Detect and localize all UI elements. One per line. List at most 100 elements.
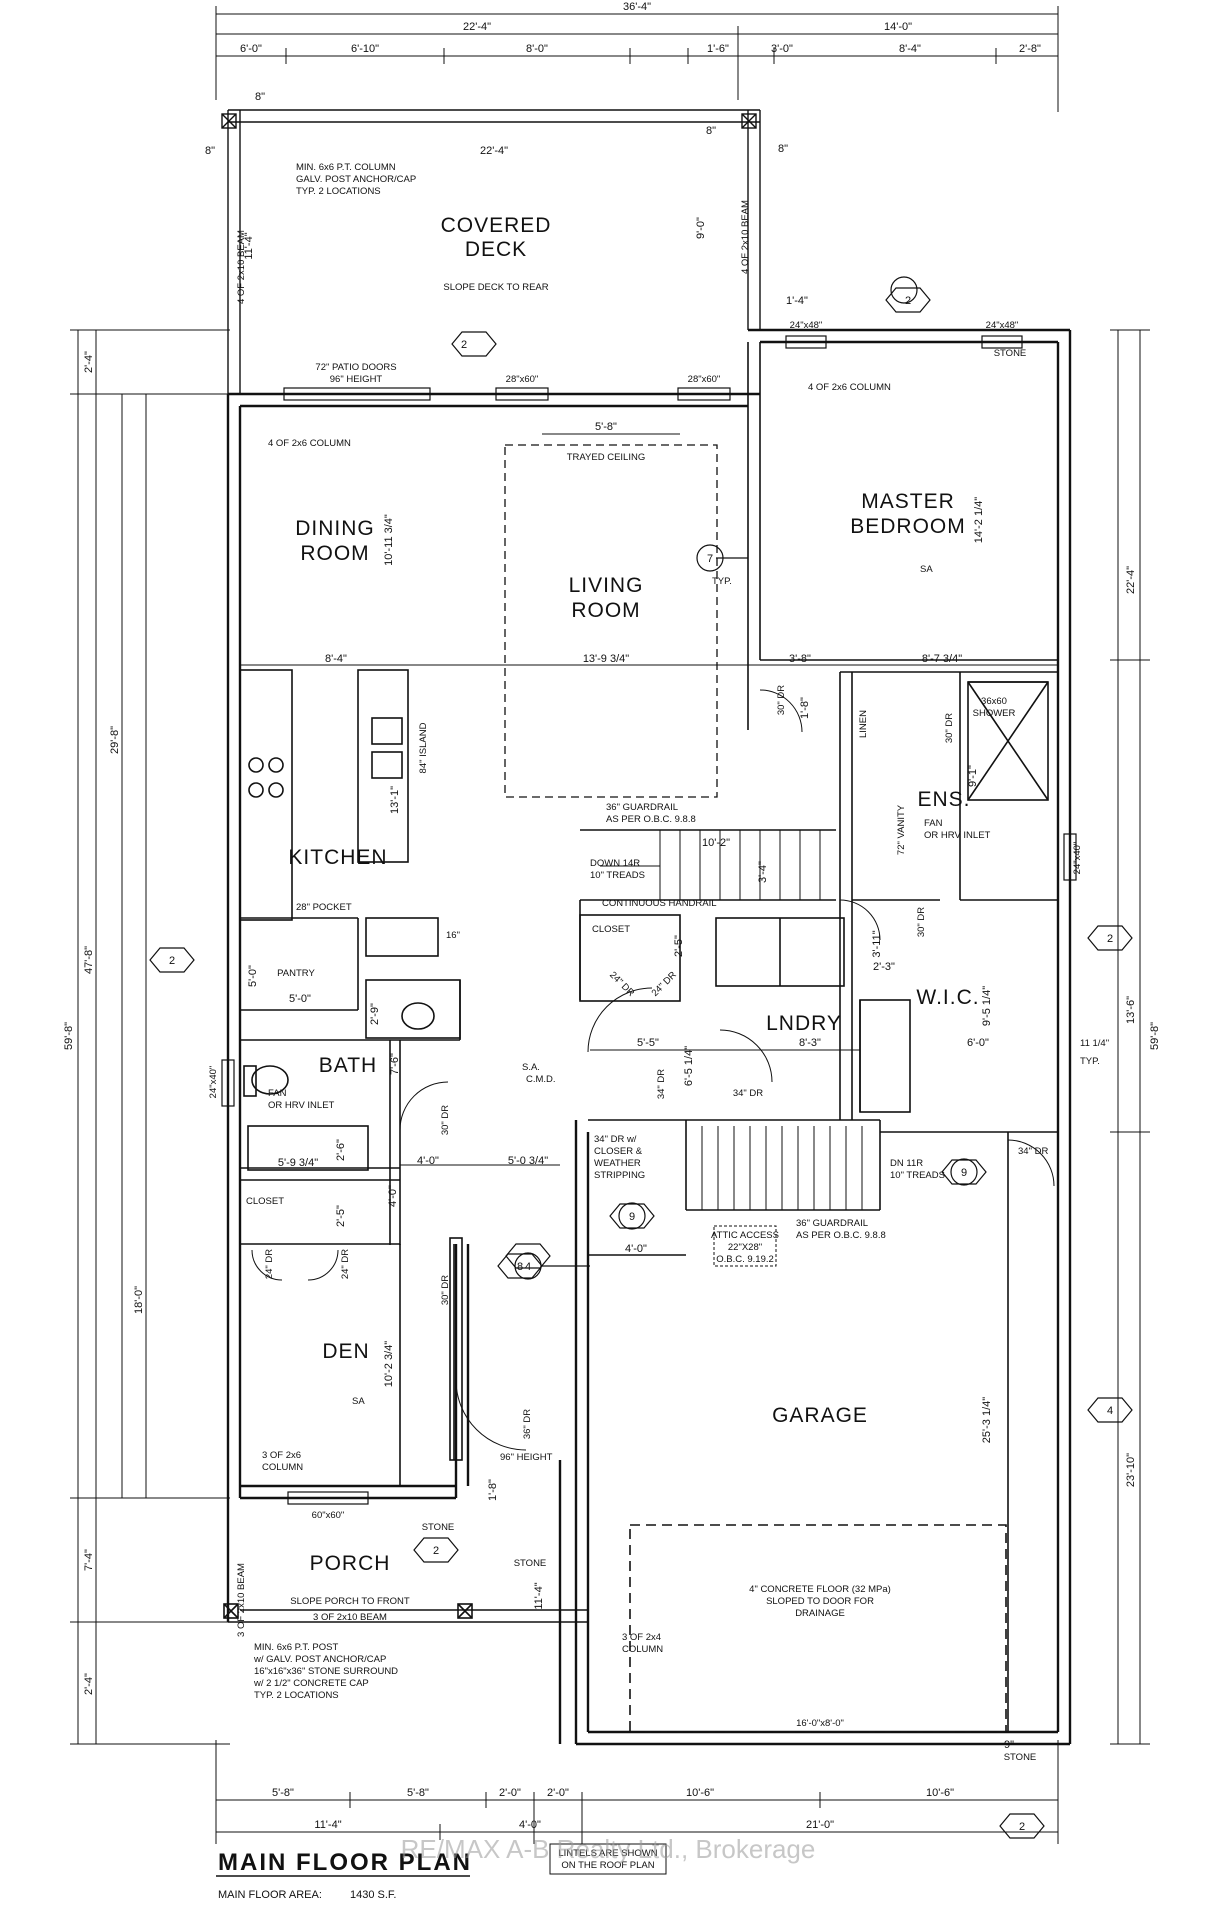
note-guardrail-bottom-2: AS PER O.B.C. 9.8.8 xyxy=(796,1230,886,1241)
section-tag-2-right: 2 xyxy=(1107,933,1113,945)
lintels-note-1: LINTELS ARE SHOWN xyxy=(558,1848,657,1859)
window-porch: 60"x60" xyxy=(312,1510,345,1521)
note-ens-fan: FAN xyxy=(924,818,943,829)
dim-hall-40a: 4'-0" xyxy=(417,1155,439,1167)
note-post-bottom-2: w/ GALV. POST ANCHOR/CAP xyxy=(253,1654,386,1665)
window-patio-label-1: 72" PATIO DOORS xyxy=(315,362,396,373)
note-bath-hrv: OR HRV INLET xyxy=(268,1100,335,1111)
dim-bottom-seg-1: 5'-8" xyxy=(272,1787,294,1799)
dim-left-29: 29'-8" xyxy=(109,726,121,754)
dim-top-seg-2: 6'-10" xyxy=(351,43,379,55)
section-tag-2-master: 2 xyxy=(905,295,911,307)
dim-eight-d: 8" xyxy=(778,143,788,155)
dim-bottom-total-1: 11'-4" xyxy=(314,1819,341,1831)
dim-hall-40b: 4'-0" xyxy=(387,1185,399,1207)
room-ens: ENS. xyxy=(917,788,970,811)
section-tag-8: 8 xyxy=(517,1261,523,1273)
note-attic-2: 22"X28" xyxy=(728,1242,762,1253)
dim-island-len: 13'-1" xyxy=(389,786,401,814)
note-ens-hrv: OR HRV INLET xyxy=(924,830,991,841)
section-tag-2-left: 2 xyxy=(169,955,175,967)
room-closet-den: CLOSET xyxy=(246,1196,284,1207)
note-closer-4: STRIPPING xyxy=(594,1170,645,1181)
section-tag-9-hall: 9 xyxy=(629,1211,635,1223)
dim-wic-311: 3'-11" xyxy=(871,930,883,957)
dim-one-four: 1'-4" xyxy=(786,295,808,307)
floor-area-value: 1430 S.F. xyxy=(350,1889,396,1901)
dim-kit-row-3: 3'-8" xyxy=(789,653,811,665)
dim-bath-29: 2'-9" xyxy=(369,1003,381,1025)
dim-kit-row-4: 8'-7 3/4" xyxy=(922,653,962,665)
note-closer-2: CLOSER & xyxy=(594,1146,643,1157)
note-typ-7: TYP. xyxy=(712,576,732,587)
door-34-lndry-b: 34" DR xyxy=(733,1088,763,1099)
dim-bottom-seg-5: 10'-6" xyxy=(686,1787,714,1799)
room-master-line1: MASTER xyxy=(861,490,955,513)
lintels-note-2: ON THE ROOF PLAN xyxy=(561,1860,654,1871)
note-post-bottom-4: w/ 2 1/2" CONCRETE CAP xyxy=(253,1678,369,1689)
note-post-bottom-3: 16"x16"x36" STONE SURROUND xyxy=(254,1666,398,1677)
dim-wic-23: 2'-3" xyxy=(873,961,895,973)
room-den: DEN xyxy=(322,1340,369,1363)
dim-left-74: 7'-4" xyxy=(83,1549,95,1571)
dim-top-seg-5: 3'-0" xyxy=(771,43,793,55)
dim-tub: 5'-9 3/4" xyxy=(278,1157,318,1169)
dim-bottom-seg-2: 5'-8" xyxy=(407,1787,429,1799)
dim-wic-95: 9'-5 1/4" xyxy=(981,986,993,1026)
dim-porch-depth: 11'-4" xyxy=(533,1582,545,1609)
note-post-anchor-2: GALV. POST ANCHOR/CAP xyxy=(296,174,416,185)
note-vanity: 72" VANITY xyxy=(896,804,907,855)
door-24-den-b: 24" DR xyxy=(340,1249,351,1279)
window-24x40-ens: 24"x40" xyxy=(1072,842,1083,875)
dim-closet-stair-25: 2'-5" xyxy=(673,935,685,957)
dim-trayed: 5'-8" xyxy=(595,421,617,433)
note-cmd-hall: C.M.D. xyxy=(526,1074,556,1085)
note-guardrail-top-1: 36" GUARDRAIL xyxy=(606,802,678,813)
room-dining-line2: ROOM xyxy=(300,542,369,565)
window-28x60-b: 28"x60" xyxy=(688,374,721,385)
note-island: 84" ISLAND xyxy=(418,722,429,773)
room-porch: PORCH xyxy=(310,1552,391,1575)
dim-left-outer: 59'-8" xyxy=(63,1022,75,1050)
dim-left-18: 18'-0" xyxy=(133,1286,145,1314)
dim-bottom-seg-6: 10'-6" xyxy=(926,1787,954,1799)
note-linen: LINEN xyxy=(858,710,869,738)
covered-deck-outline xyxy=(221,109,761,394)
note-guardrail-bottom-1: 36" GUARDRAIL xyxy=(796,1218,868,1229)
room-dining-line1: DINING xyxy=(295,517,375,540)
dim-top-seg-4: 1'-6" xyxy=(707,43,729,55)
note-wic-11: 11 1/4" xyxy=(1080,1038,1109,1049)
dim-bath-76: 7'-6" xyxy=(389,1053,401,1075)
window-24x48-b: 24"x48" xyxy=(986,320,1019,331)
exterior-walls xyxy=(226,328,1072,1746)
windows xyxy=(221,335,1077,1505)
door-30-wic: 30" DR xyxy=(916,907,927,937)
door-24-stair-a: 24" DR xyxy=(607,970,636,999)
dim-right-outer: 59'-8" xyxy=(1149,1022,1161,1050)
dim-bottom-seg-3: 2'-0" xyxy=(499,1787,521,1799)
section-tag-4-right: 4 xyxy=(1107,1405,1113,1417)
dim-tub-26: 2'-6" xyxy=(335,1139,347,1161)
dim-lndry-83: 8'-3" xyxy=(799,1037,821,1049)
room-closet-stair: CLOSET xyxy=(592,924,630,935)
note-stone-garage: STONE xyxy=(1004,1752,1037,1763)
room-lndry: LNDRY xyxy=(766,1012,842,1035)
section-tag-2-garage: 2 xyxy=(1019,1821,1025,1833)
note-sa-master: SA xyxy=(920,564,933,575)
dim-kit-row-1: 8'-4" xyxy=(325,653,347,665)
note-attic-3: O.B.C. 9.19.2 xyxy=(716,1254,774,1265)
note-closer-1: 34" DR w/ xyxy=(594,1134,637,1145)
room-living-line2: ROOM xyxy=(571,599,640,622)
dim-garage-depth: 25'-3 1/4" xyxy=(981,1397,993,1443)
dim-nine: 9" xyxy=(1004,1739,1014,1751)
bottom-dimension-lines xyxy=(215,1740,1059,1844)
dim-eight-b: 8" xyxy=(205,145,215,157)
window-28x60-a: 28"x60" xyxy=(506,374,539,385)
room-living-line1: LIVING xyxy=(569,574,644,597)
room-pantry: PANTRY xyxy=(277,968,315,979)
dim-top-seg-3: 8'-0" xyxy=(526,43,548,55)
note-closer-3: WEATHER xyxy=(594,1158,641,1169)
note-post-bottom-1: MIN. 6x6 P.T. POST xyxy=(254,1642,338,1653)
dim-left-mid: 47'-8" xyxy=(83,946,95,974)
note-post-bottom-5: TYP. 2 LOCATIONS xyxy=(254,1690,339,1701)
